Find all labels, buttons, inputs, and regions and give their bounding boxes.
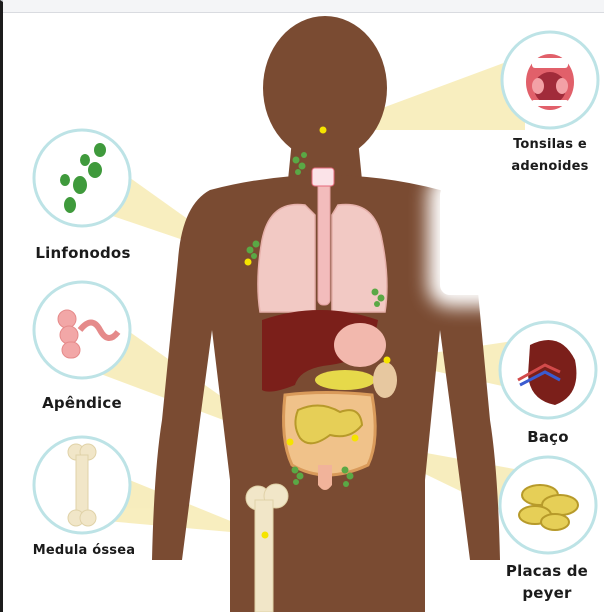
- label-peyer: Placas de peyer: [492, 560, 602, 604]
- tonsils-icon: [526, 54, 574, 110]
- rectum: [318, 465, 332, 490]
- head: [263, 16, 387, 160]
- label-nodes: Linfonodos: [18, 242, 148, 264]
- label-spleen: Baço: [508, 426, 588, 448]
- label-tonsils: Tonsilas e adenoides: [500, 134, 600, 178]
- thymus-gland: [312, 168, 334, 186]
- trachea: [318, 175, 330, 305]
- bleached-area: [440, 185, 590, 295]
- label-appendix: Apêndice: [22, 392, 142, 414]
- label-marrow: Medula óssea: [14, 540, 154, 562]
- pancreas: [315, 370, 375, 390]
- kidney: [373, 362, 397, 398]
- stomach: [334, 323, 386, 367]
